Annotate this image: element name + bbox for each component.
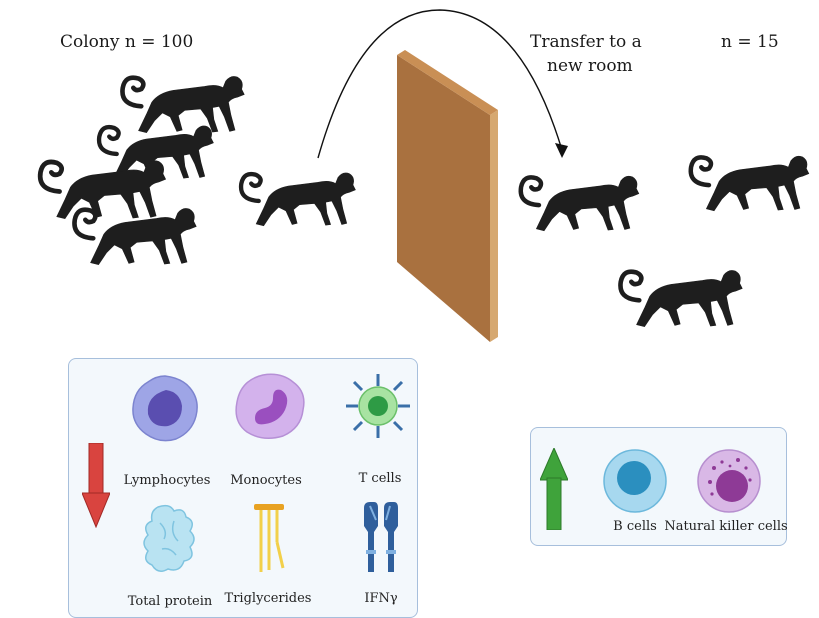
up-arrow-icon <box>540 448 568 530</box>
barrier-wall <box>397 50 498 342</box>
b-cells-label: B cells <box>613 519 657 534</box>
b-cell-icon <box>602 448 668 514</box>
lymphocyte-icon <box>130 374 200 444</box>
transfer-scene <box>0 0 819 350</box>
colony-monkey-1 <box>122 76 244 132</box>
nk-cells-label: Natural killer cells <box>664 519 787 534</box>
monocyte-icon <box>233 372 307 442</box>
t-cell-icon <box>344 372 412 440</box>
triglyceride-icon <box>252 502 286 574</box>
total-protein-label: Total protein <box>128 594 213 609</box>
lymphocytes-label: Lymphocytes <box>124 473 211 488</box>
ifn-gamma-icon <box>360 500 402 574</box>
triglycerides-label: Triglycerides <box>225 591 312 606</box>
protein-icon <box>140 503 200 577</box>
ifn-gamma-label: IFNγ <box>364 591 397 606</box>
t-cells-label: T cells <box>359 471 402 486</box>
monocytes-label: Monocytes <box>230 473 302 488</box>
nk-cell-icon <box>696 448 762 514</box>
down-arrow-icon <box>82 443 110 528</box>
